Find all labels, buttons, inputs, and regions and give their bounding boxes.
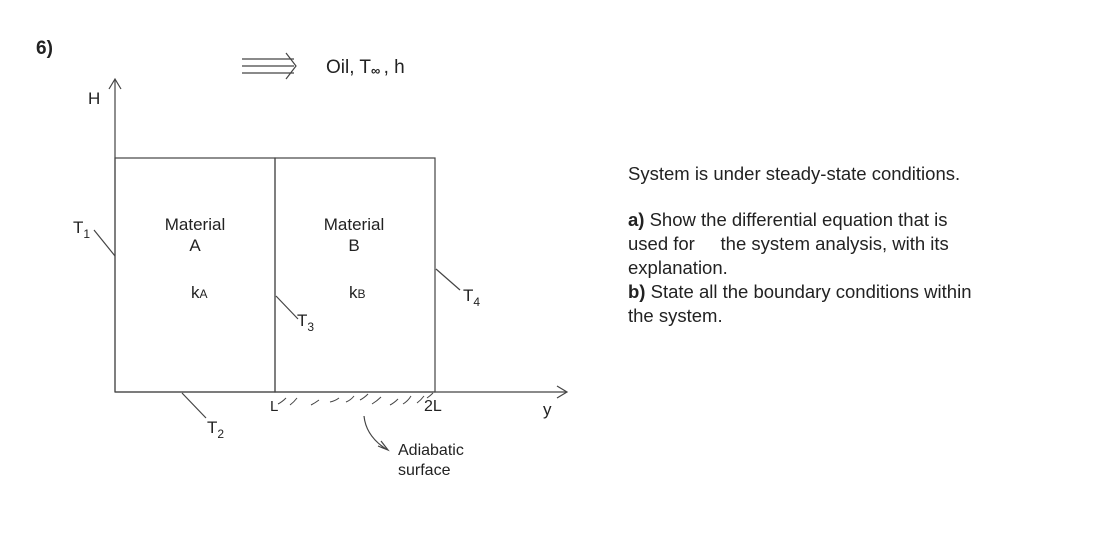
t4-subscript: 4 xyxy=(473,295,481,309)
tick-label-2l: 2L xyxy=(424,398,442,415)
adiabatic-hatch xyxy=(277,392,434,406)
status-text: System is under steady-state conditions. xyxy=(628,163,961,184)
material-b-letter: B xyxy=(348,236,360,255)
conductivity-b-subscript: B xyxy=(357,287,366,301)
t4-leader xyxy=(435,268,461,291)
flow-label: Oil, T∞ , h xyxy=(326,57,405,79)
h-axis-label: H xyxy=(88,89,101,108)
conductivity-b-symbol: k xyxy=(349,283,358,302)
t2-symbol: T xyxy=(207,418,218,437)
t3-symbol: T xyxy=(297,311,308,330)
t1-leader xyxy=(93,229,116,257)
temperature-t1: T1 xyxy=(73,218,91,241)
question-a-line2: used for the system analysis, with its xyxy=(628,233,949,254)
t4-symbol: T xyxy=(463,286,474,305)
adiabatic-label: Adiabatic surface xyxy=(398,441,464,481)
tick-label-l: L xyxy=(270,398,279,415)
question-a-line1: Show the differential equation that is xyxy=(644,209,948,230)
question-a-label: a) xyxy=(628,209,645,230)
question-a-line3: explanation. xyxy=(628,257,728,278)
question-b-line1: State all the boundary conditions within xyxy=(645,281,972,302)
t1-subscript: 1 xyxy=(83,227,91,241)
conductivity-b: kB xyxy=(349,283,366,303)
y-axis-label: y xyxy=(543,400,552,419)
temperature-t3: T3 xyxy=(297,311,315,334)
problem-number: 6) xyxy=(36,38,53,59)
conductivity-a-symbol: k xyxy=(191,283,200,302)
question-text: System is under steady-state conditions.… xyxy=(628,162,1068,328)
t2-leader xyxy=(181,392,207,419)
t2-subscript: 2 xyxy=(217,427,225,441)
question-b-label: b) xyxy=(628,281,646,302)
t1-symbol: T xyxy=(73,218,84,237)
material-b-label: Material B xyxy=(314,214,394,256)
t3-subscript: 3 xyxy=(307,320,315,334)
flow-label-text: Oil, T xyxy=(326,57,372,78)
adiabatic-label-line1: Adiabatic xyxy=(398,442,464,459)
adiabatic-arrow xyxy=(363,415,390,452)
material-a-letter: A xyxy=(189,236,201,255)
question-b: b) State all the boundary conditions wit… xyxy=(628,280,1068,328)
material-a-title: Material xyxy=(164,215,226,234)
flow-label-rest: , h xyxy=(378,57,405,78)
question-a: a) Show the differential equation that i… xyxy=(628,208,1068,280)
temperature-t4: T4 xyxy=(463,286,481,309)
material-b-title: Material xyxy=(323,215,385,234)
material-a-block xyxy=(114,157,276,393)
adiabatic-label-line2: surface xyxy=(398,462,451,479)
question-b-line2: the system. xyxy=(628,305,723,326)
material-a-label: Material A xyxy=(155,214,235,256)
infinity-subscript: ∞ xyxy=(371,63,380,78)
t3-leader xyxy=(275,295,299,320)
flow-arrow xyxy=(242,52,297,80)
material-b-block xyxy=(274,157,436,393)
conductivity-a: kA xyxy=(191,283,208,303)
temperature-t2: T2 xyxy=(207,418,225,441)
conductivity-a-subscript: A xyxy=(199,287,208,301)
